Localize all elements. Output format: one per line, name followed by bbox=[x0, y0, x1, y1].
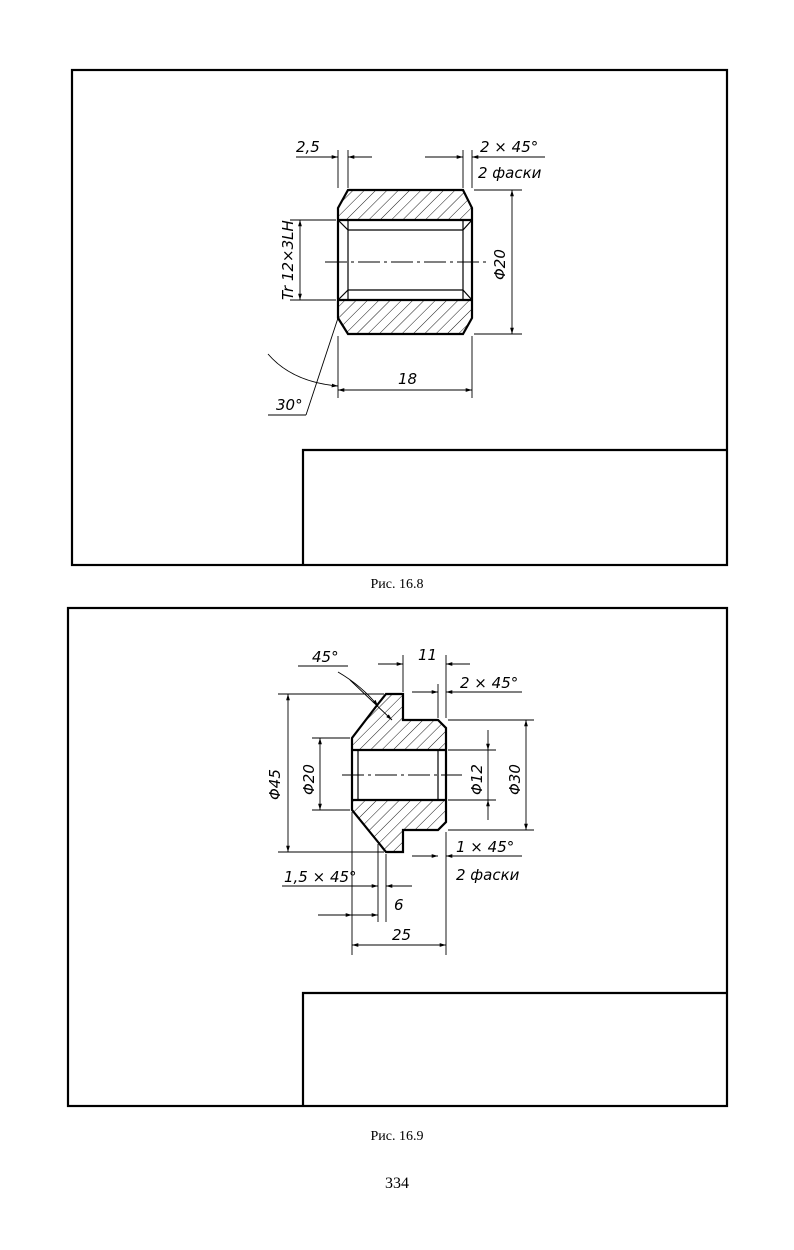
page-number: 334 bbox=[385, 1175, 409, 1192]
dim-diameter-30: Φ30 bbox=[506, 764, 524, 795]
dim-chamfer-length: 2,5 bbox=[296, 138, 320, 156]
dimensions-16-9 bbox=[278, 655, 534, 955]
dim-chamfer-left: 1,5 × 45° bbox=[284, 868, 357, 886]
dim-angle: 30° bbox=[276, 396, 303, 414]
bushing-section bbox=[342, 692, 462, 854]
dim-outer-diameter: Φ20 bbox=[491, 249, 509, 280]
title-block bbox=[301, 991, 727, 1106]
nut-section bbox=[325, 188, 487, 336]
note-chamfers: 2 фаски bbox=[456, 866, 520, 884]
dimensions-16-8 bbox=[267, 150, 545, 416]
dim-step-length: 11 bbox=[418, 646, 437, 664]
dim-diameter-12: Φ12 bbox=[468, 764, 486, 795]
dim-chamfer-top: 2 × 45° bbox=[460, 674, 518, 692]
dim-angle: 45° bbox=[312, 648, 339, 666]
figure-16-9: 45° 11 2 × 45° Φ45 Φ20 Φ12 Φ30 1 × 45° 2… bbox=[66, 606, 729, 1144]
dim-thread: Tr 12×3LH bbox=[279, 220, 297, 300]
dim-25: 25 bbox=[392, 926, 411, 944]
figure-16-8: 2,5 2 × 45° 2 фаски Tr 12×3LH Φ20 18 30°… bbox=[70, 68, 729, 592]
dim-chamfer-angle: 2 × 45° bbox=[480, 138, 538, 156]
dim-length: 18 bbox=[398, 370, 417, 388]
dim-diameter-20: Φ20 bbox=[300, 764, 318, 795]
dim-diameter-45: Φ45 bbox=[266, 769, 284, 800]
figure-caption: Рис. 16.8 bbox=[371, 577, 424, 592]
drawing-frame bbox=[70, 68, 729, 567]
note-chamfers: 2 фаски bbox=[478, 164, 542, 182]
dim-6: 6 bbox=[394, 896, 404, 914]
title-block bbox=[301, 448, 727, 565]
drawing-frame bbox=[66, 606, 729, 1108]
dim-chamfer-bottom: 1 × 45° bbox=[456, 838, 514, 856]
figure-caption: Рис. 16.9 bbox=[371, 1129, 424, 1144]
